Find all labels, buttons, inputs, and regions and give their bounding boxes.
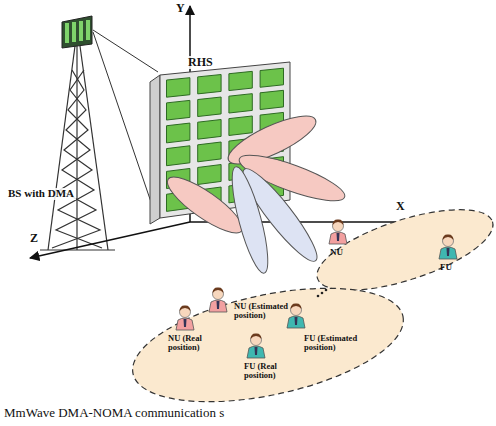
user-label: NU (Estimated position) xyxy=(234,302,290,320)
rhs-label: RHS xyxy=(186,56,215,69)
beams xyxy=(161,107,349,276)
rhs-element xyxy=(260,68,283,87)
base-station-tower xyxy=(40,46,115,250)
rhs-element xyxy=(198,142,221,162)
user-label: NU xyxy=(330,248,343,257)
rhs-element xyxy=(260,90,283,109)
coordinate-axes xyxy=(30,6,440,258)
user-label: FU (Real position) xyxy=(244,362,284,380)
user-label: NU (Real position) xyxy=(168,334,208,352)
rhs-element xyxy=(167,123,190,143)
rhs-element xyxy=(167,146,190,166)
rhs-element xyxy=(229,94,252,113)
dma-antenna-panel xyxy=(62,16,92,48)
rhs-element xyxy=(198,97,221,117)
axis-label: Y xyxy=(176,2,185,15)
user-icon xyxy=(209,287,227,312)
axis-label: Z xyxy=(30,232,38,245)
user-icon xyxy=(247,333,265,358)
figure-caption: MmWave DMA-NOMA communication s xyxy=(4,406,224,420)
user-icon xyxy=(176,305,194,330)
rhs-element xyxy=(229,71,252,90)
rhs-element xyxy=(198,165,221,185)
user-group-ellipse xyxy=(123,267,414,422)
user-label: FU xyxy=(440,263,452,272)
rhs-element xyxy=(198,120,221,140)
user-icon xyxy=(329,219,347,244)
user-icon xyxy=(439,234,457,259)
user-icon xyxy=(287,303,305,328)
bs-to-rhs-lines xyxy=(93,30,158,205)
node-text: BS with DMA xyxy=(6,188,76,200)
axis-label: X xyxy=(396,200,405,213)
node-text: RHS xyxy=(186,56,215,69)
rhs-element xyxy=(167,78,190,98)
rhs-element xyxy=(198,75,221,94)
base-station-label: BS with DMA xyxy=(6,188,76,200)
ellipsis-dots xyxy=(317,289,328,298)
user-label: FU (Estimated position) xyxy=(304,334,360,352)
rhs-element xyxy=(167,100,190,120)
rhs-element xyxy=(229,116,252,136)
user-icons xyxy=(176,219,457,358)
